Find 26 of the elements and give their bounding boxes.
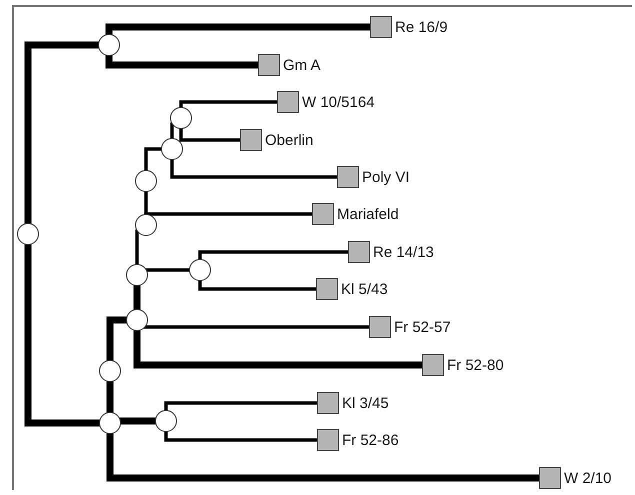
taxon-label: Fr 52-57 xyxy=(394,320,451,334)
tree-branch xyxy=(144,147,163,172)
taxon-label: Poly VI xyxy=(362,170,410,184)
taxon-label: Kl 3/45 xyxy=(342,396,389,410)
taxon-label: W 10/5164 xyxy=(302,94,375,110)
taxon-label: Fr 52-86 xyxy=(342,432,399,448)
tree-branch xyxy=(179,100,279,109)
taxon-label: Mariafeld xyxy=(337,206,399,222)
tree-branch xyxy=(144,325,371,329)
tree-branch xyxy=(179,127,242,142)
tree-branch xyxy=(198,250,350,261)
taxon-label: Kl 5/43 xyxy=(341,282,388,296)
taxon-label: Re 14/13 xyxy=(373,244,434,260)
tree-branch xyxy=(164,430,319,442)
taxon-label: Gm A xyxy=(283,58,321,72)
tree-branch xyxy=(170,122,174,140)
taxon-label: Fr 52-80 xyxy=(447,358,504,372)
tree-branch xyxy=(145,268,191,272)
taxon-label: Re 16/9 xyxy=(395,20,448,34)
taxon-label: Oberlin xyxy=(265,132,314,148)
taxon-label: W 2/10 xyxy=(564,470,612,486)
tree-branch xyxy=(164,401,319,412)
tree-branch xyxy=(170,158,339,179)
tree-branch xyxy=(144,212,314,216)
tree-branch xyxy=(198,279,318,291)
tree-branch xyxy=(135,230,139,266)
